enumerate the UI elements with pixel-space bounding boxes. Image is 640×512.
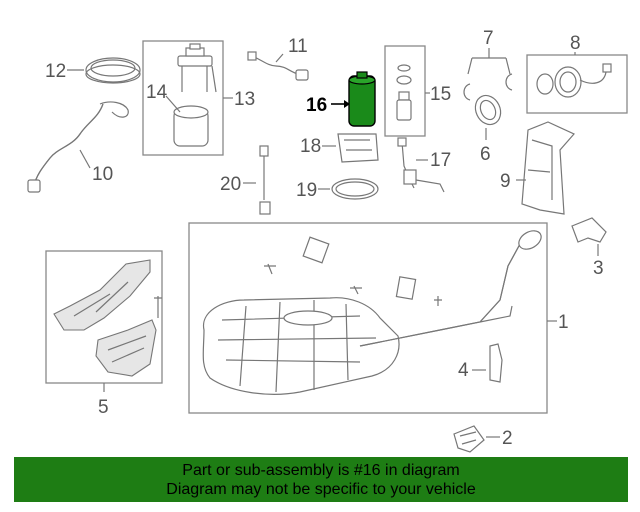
callout-17[interactable]: 17 <box>430 150 451 171</box>
banner-line-1: Part or sub-assembly is #16 in diagram <box>182 462 460 479</box>
part-clip-3[interactable] <box>571 217 607 243</box>
info-banner: Part or sub-assembly is #16 in diagram D… <box>14 457 628 502</box>
box-1 <box>188 222 548 414</box>
callout-7[interactable]: 7 <box>483 28 494 49</box>
part-fuel-filter-16-highlighted[interactable] <box>348 71 376 127</box>
part-fuel-pump-module[interactable] <box>173 43 217 147</box>
callout-12[interactable]: 12 <box>45 61 66 82</box>
part-harness-20[interactable] <box>259 145 271 215</box>
part-lock-ring[interactable] <box>85 57 141 84</box>
callout-18[interactable]: 18 <box>300 136 321 157</box>
part-filter-15[interactable] <box>396 64 412 121</box>
callout-10[interactable]: 10 <box>92 164 113 185</box>
callout-4[interactable]: 4 <box>458 360 469 381</box>
part-clips-7[interactable] <box>463 73 513 101</box>
callout-3[interactable]: 3 <box>593 258 604 279</box>
callout-13[interactable]: 13 <box>234 89 255 110</box>
part-shield-9[interactable] <box>521 121 575 215</box>
part-harness-11[interactable] <box>247 51 309 81</box>
callout-2[interactable]: 2 <box>502 428 513 449</box>
part-grommet-6[interactable] <box>471 91 505 128</box>
banner-line-2: Diagram may not be specific to your vehi… <box>166 481 476 498</box>
callout-8[interactable]: 8 <box>570 33 581 54</box>
callout-5[interactable]: 5 <box>98 397 109 418</box>
part-fuel-tank-1[interactable] <box>202 227 544 395</box>
callout-19[interactable]: 19 <box>296 180 317 201</box>
box-8 <box>526 54 628 114</box>
callout-14[interactable]: 14 <box>146 82 168 103</box>
callout-9[interactable]: 9 <box>500 171 511 192</box>
callout-15[interactable]: 15 <box>430 84 451 105</box>
part-bracket-4[interactable] <box>489 343 503 383</box>
callout-16[interactable]: 16 <box>306 95 327 116</box>
callout-20[interactable]: 20 <box>220 174 241 195</box>
part-hose-10[interactable] <box>27 101 129 193</box>
box-15 <box>384 45 426 137</box>
callout-6[interactable]: 6 <box>480 144 491 165</box>
part-filler-cap-8[interactable] <box>536 63 612 98</box>
callout-1[interactable]: 1 <box>558 312 569 333</box>
part-heat-shield-5[interactable] <box>53 259 162 377</box>
callout-11[interactable]: 11 <box>288 36 308 57</box>
part-sender-17[interactable] <box>397 137 445 193</box>
part-bracket-18[interactable] <box>337 133 379 163</box>
part-clip-2[interactable] <box>453 425 485 453</box>
